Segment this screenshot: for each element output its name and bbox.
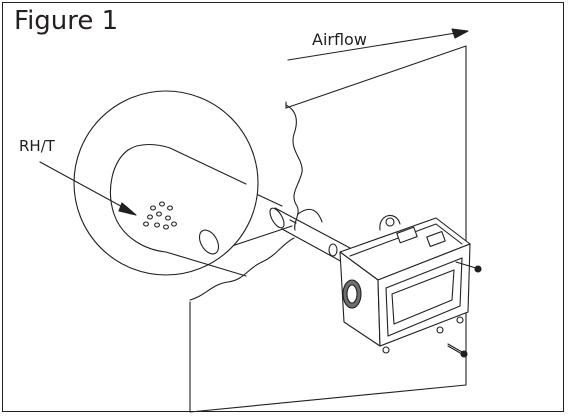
sensor-label: RH/T (19, 137, 55, 155)
mounting-screw-icon (447, 261, 482, 358)
transmitter-housing (339, 214, 471, 354)
airflow-arrow-icon (287, 28, 469, 61)
sensor-holes-icon (143, 201, 177, 230)
sensor-pointer-arrow (39, 161, 137, 216)
sensor-probe (269, 207, 351, 265)
airflow-label: Airflow (312, 30, 367, 49)
magnifier-circle (73, 90, 259, 277)
figure-frame (2, 2, 564, 412)
figure-title: Figure 1 (14, 6, 119, 36)
